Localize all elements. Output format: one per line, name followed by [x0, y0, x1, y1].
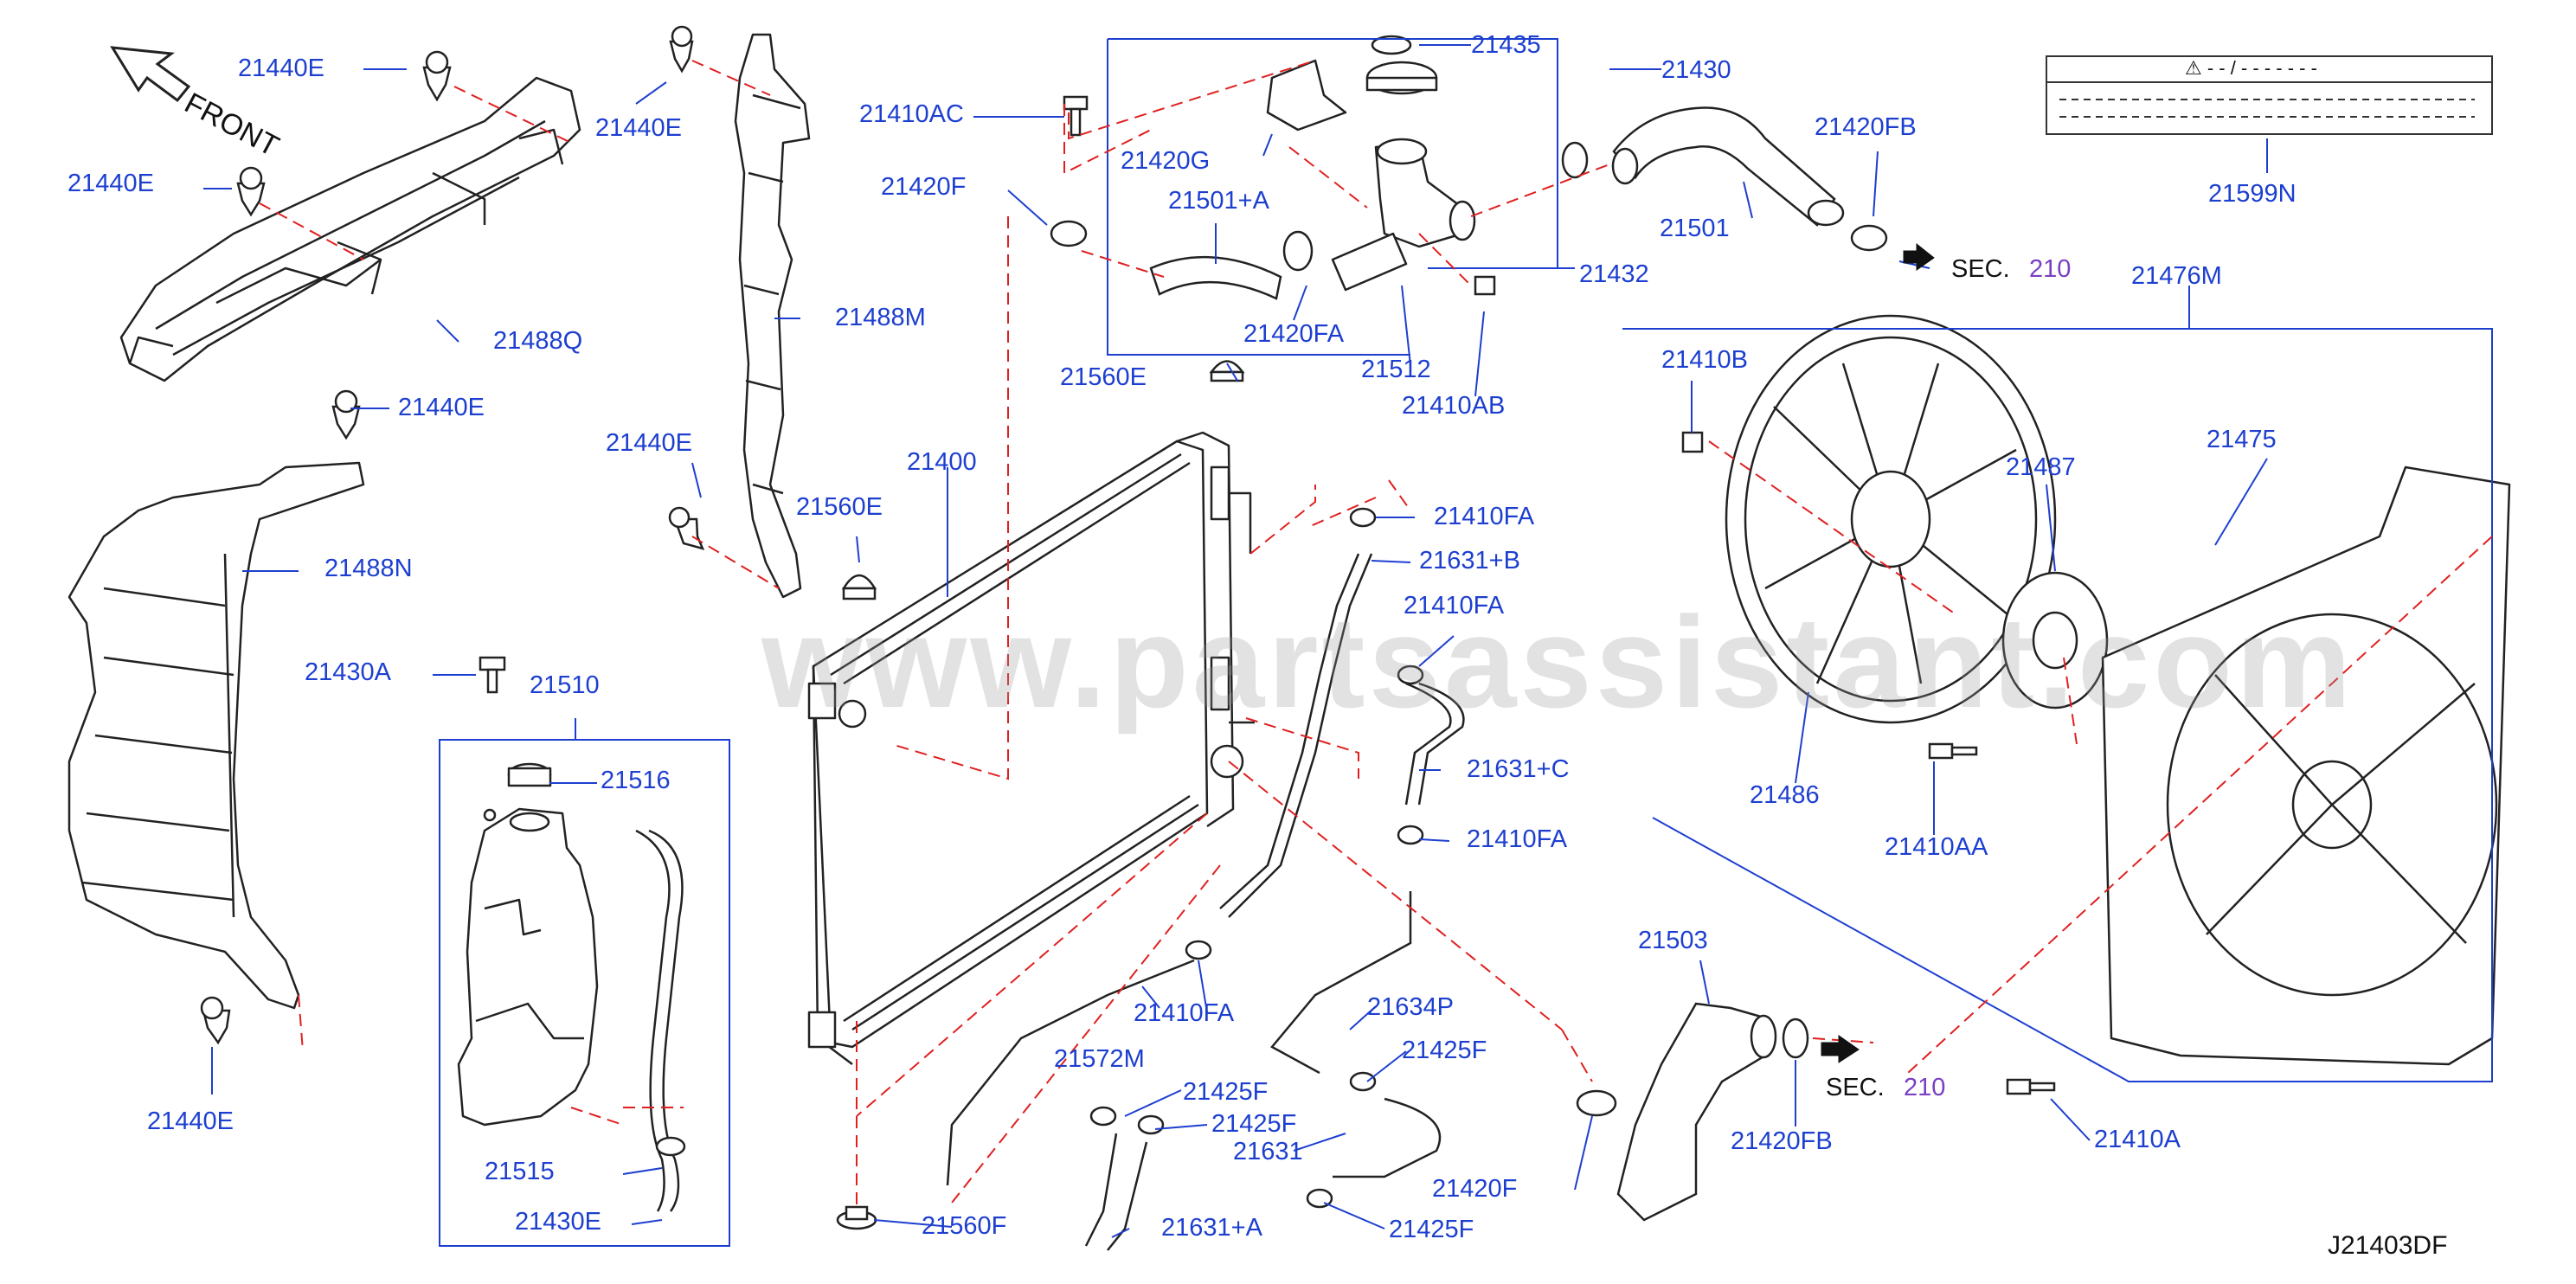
- part-label-21400[interactable]: 21400: [907, 448, 977, 476]
- part-label-21475[interactable]: 21475: [2207, 426, 2277, 453]
- part-label-21486[interactable]: 21486: [1750, 781, 1820, 809]
- part-label-21410AC[interactable]: 21410AC: [859, 100, 964, 128]
- bolt-icons: [479, 95, 2056, 1095]
- radiator: [807, 431, 1255, 1065]
- part-label-21425F-a[interactable]: 21425F: [1402, 1037, 1487, 1064]
- cap-icons: [836, 360, 1245, 1230]
- air-guide-lower-left: [67, 461, 365, 1010]
- part-label-21440E-c[interactable]: 21440E: [595, 114, 682, 142]
- part-label-21488Q[interactable]: 21488Q: [493, 327, 583, 355]
- part-label-21420F-b[interactable]: 21420F: [1432, 1175, 1518, 1203]
- diagram-code: J21403DF: [2328, 1231, 2448, 1260]
- fan-shroud: [2101, 465, 2511, 1066]
- part-label-21560E-b[interactable]: 21560E: [796, 493, 883, 521]
- group-frames: [439, 38, 2493, 1247]
- part-label-21420FA-a[interactable]: 21420FA: [1243, 320, 1345, 348]
- part-label-21410FA-b[interactable]: 21410FA: [1404, 592, 1505, 620]
- part-label-21560F[interactable]: 21560F: [922, 1212, 1007, 1240]
- part-label-21432[interactable]: 21432: [1579, 260, 1649, 288]
- part-label-21631[interactable]: 21631: [1233, 1138, 1303, 1165]
- sec-label-upper: SEC.: [1951, 255, 2010, 283]
- part-label-21631C[interactable]: 21631+C: [1467, 755, 1570, 783]
- hose-clamp-icons: [1050, 141, 1888, 1209]
- part-label-21440E-f[interactable]: 21440E: [147, 1107, 234, 1135]
- part-label-21410A[interactable]: 21410A: [2094, 1126, 2181, 1153]
- part-label-21488N[interactable]: 21488N: [324, 555, 413, 582]
- upper-hose-long: [1611, 106, 1845, 227]
- part-label-21420F-a[interactable]: 21420F: [881, 173, 967, 201]
- part-label-21410FA-c[interactable]: 21410FA: [1467, 825, 1568, 853]
- relation-dashed-lines: [259, 60, 2493, 1207]
- sec-arrow-icons: [1821, 242, 1935, 1063]
- part-label-21501[interactable]: 21501: [1660, 215, 1730, 242]
- watermark-text: www.partsassistant.com: [761, 589, 2355, 735]
- part-label-21560E-a[interactable]: 21560E: [1060, 363, 1147, 391]
- part-label-21425F-d[interactable]: 21425F: [1389, 1216, 1474, 1243]
- part-label-21631A[interactable]: 21631+A: [1161, 1214, 1262, 1242]
- part-label-21430[interactable]: 21430: [1661, 56, 1731, 84]
- part-label-21430A[interactable]: 21430A: [305, 658, 391, 686]
- part-label-21425F-b[interactable]: 21425F: [1183, 1078, 1269, 1106]
- fan-motor: [2001, 571, 2109, 709]
- part-label-21515[interactable]: 21515: [485, 1158, 555, 1185]
- part-label-21440E-b[interactable]: 21440E: [67, 170, 154, 197]
- part-label-21599N[interactable]: 21599N: [2208, 180, 2297, 208]
- part-label-21440E-d[interactable]: 21440E: [398, 394, 485, 421]
- lower-hose: [1616, 1002, 1777, 1222]
- part-label-21503[interactable]: 21503: [1638, 927, 1708, 954]
- part-label-21420FB-a[interactable]: 21420FB: [1815, 113, 1917, 141]
- warning-label-card: [2046, 55, 2493, 135]
- part-label-21510[interactable]: 21510: [530, 671, 600, 699]
- part-label-21435[interactable]: 21435: [1471, 31, 1541, 59]
- part-label-21631B[interactable]: 21631+B: [1419, 547, 1520, 575]
- part-label-21425F-c[interactable]: 21425F: [1211, 1110, 1297, 1138]
- air-guide-side-vertical: [734, 33, 811, 599]
- filler-neck: [1266, 35, 1476, 292]
- part-label-21572M[interactable]: 21572M: [1054, 1045, 1145, 1073]
- part-label-21488M[interactable]: 21488M: [835, 304, 926, 331]
- part-label-21512[interactable]: 21512: [1361, 356, 1431, 383]
- part-label-21440E-e[interactable]: 21440E: [606, 429, 692, 457]
- reservoir-hose: [635, 829, 686, 1212]
- part-label-21410AA[interactable]: 21410AA: [1885, 833, 1988, 861]
- part-label-21410FA-d[interactable]: 21410FA: [1134, 999, 1235, 1027]
- part-label-21420G[interactable]: 21420G: [1121, 147, 1211, 175]
- reservoir-tank: [457, 762, 599, 1127]
- small-coolant-hoses: [946, 553, 1465, 1251]
- part-label-21487[interactable]: 21487: [2006, 453, 2076, 481]
- fan-blade-assembly: [1725, 314, 2057, 724]
- part-label-21634P[interactable]: 21634P: [1367, 993, 1454, 1021]
- part-label-21430E[interactable]: 21430E: [515, 1208, 601, 1236]
- front-arrow-icon: [110, 46, 191, 103]
- part-label-21410FA-a[interactable]: 21410FA: [1434, 503, 1535, 530]
- part-label-21501A[interactable]: 21501+A: [1168, 187, 1269, 215]
- sec-label-lower: SEC.: [1826, 1074, 1885, 1101]
- part-label-21516[interactable]: 21516: [601, 767, 671, 794]
- upper-hose-short: [1149, 255, 1282, 300]
- part-label-21410B[interactable]: 21410B: [1661, 346, 1748, 374]
- part-label-21440E-a[interactable]: 21440E: [238, 55, 324, 82]
- clip-21440E-icons: [200, 25, 705, 1045]
- part-label-21476M[interactable]: 21476M: [2131, 262, 2222, 290]
- leader-lines: [203, 44, 2268, 1238]
- sec-number-lower[interactable]: 210: [1904, 1074, 1946, 1101]
- label-card-text: ⚠ - - / - - - - - - -: [2185, 57, 2317, 79]
- part-label-21420FB-b[interactable]: 21420FB: [1731, 1127, 1833, 1155]
- sec-number-upper[interactable]: 210: [2029, 255, 2072, 283]
- part-label-21410AB[interactable]: 21410AB: [1402, 392, 1506, 420]
